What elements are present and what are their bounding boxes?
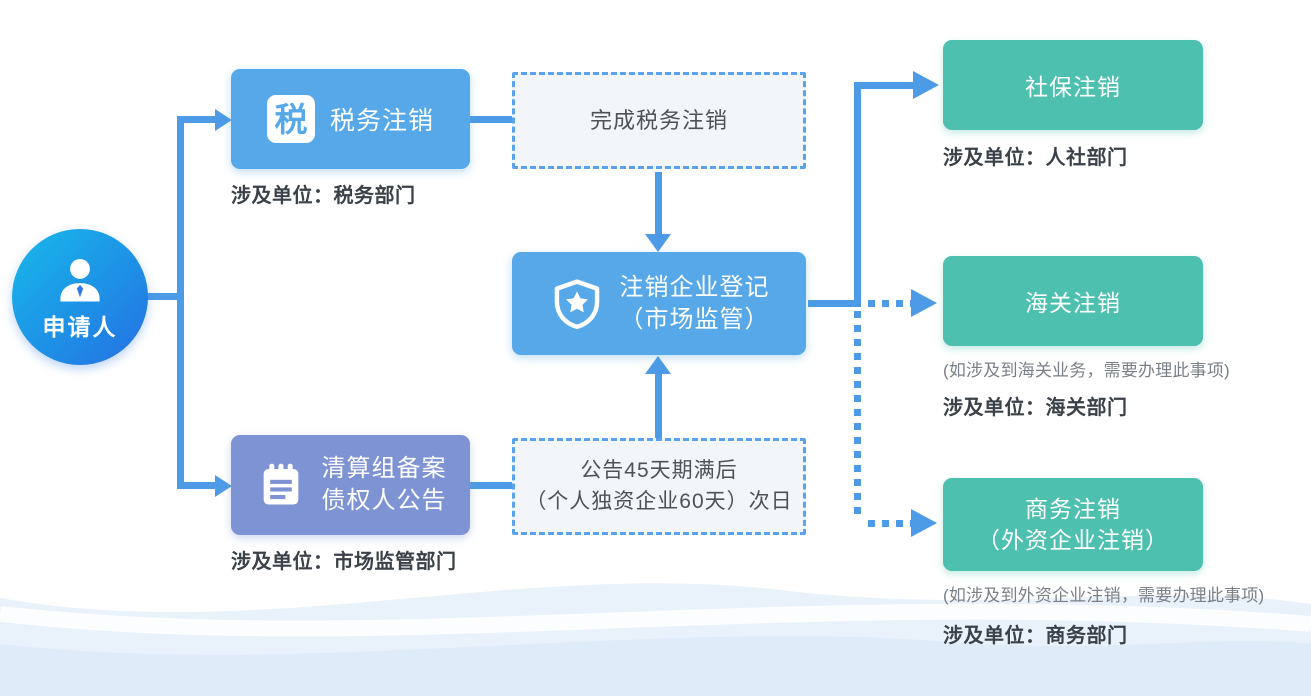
social-node-title: 社保注销: [1025, 74, 1121, 100]
connector-to-social: [854, 82, 916, 89]
dotted-connector-to-commerce: [868, 520, 911, 527]
dotted-connector-vertical: [854, 311, 861, 521]
liquidation-node-title: 清算组备案 债权人公告: [322, 453, 447, 516]
registration-title-line1: 注销企业登记: [619, 273, 770, 301]
shield-star-icon: [554, 278, 599, 329]
registration-node: 注销企业登记 （市场监管）: [512, 252, 806, 355]
connector-tax-to-taxdone: [470, 116, 512, 123]
arrowhead-up-to-registration: [645, 356, 671, 374]
announcement-title: 公告45天期满后 （个人独资企业60天）次日: [525, 456, 792, 517]
announcement-title-line1: 公告45天期满后: [580, 459, 738, 483]
registration-node-title: 注销企业登记 （市场监管）: [620, 272, 770, 335]
commerce-node-note: (如涉及到外资企业注销，需要办理此事项): [943, 586, 1265, 605]
tax-done-title: 完成税务注销: [589, 107, 728, 133]
tax-node-caption: 涉及单位：税务部门: [231, 185, 416, 207]
connector-liquidation-to-announcement: [470, 482, 512, 489]
customs-node-title: 海关注销: [1025, 290, 1121, 316]
connector-applicant-out: [146, 293, 182, 300]
customs-node-note: (如涉及到海关业务，需要办理此事项): [943, 361, 1230, 380]
announcement-title-line2: （个人独资企业60天）次日: [525, 489, 793, 513]
applicant-node: 申请人: [12, 229, 148, 365]
commerce-deregistration-node: 商务注销 （外资企业注销）: [943, 478, 1203, 571]
arrowhead-to-liquidation: [215, 475, 232, 497]
connector-right-vertical-solid: [854, 82, 861, 307]
arrowhead-to-social: [913, 71, 939, 99]
announcement-node: 公告45天期满后 （个人独资企业60天）次日: [512, 438, 806, 535]
commerce-title-line2: （外资企业注销）: [977, 526, 1169, 553]
tax-node-title: 税务注销: [329, 107, 434, 135]
dotted-connector-to-customs: [868, 300, 911, 307]
tax-icon: 税: [266, 95, 315, 143]
person-icon: [60, 259, 100, 302]
applicant-label: 申请人: [42, 314, 118, 340]
connector-taxdone-down: [655, 172, 662, 234]
commerce-title-line1: 商务注销: [1025, 496, 1121, 523]
tax-deregistration-node: 税 税务注销: [231, 69, 470, 169]
arrowhead-to-commerce: [911, 509, 937, 537]
liquidation-node: 清算组备案 债权人公告: [231, 435, 470, 535]
background-waves: [0, 583, 1311, 696]
social-node-caption: 涉及单位：人社部门: [943, 147, 1128, 169]
connector-branch-bottom: [177, 482, 217, 489]
liquidation-title-line1: 清算组备案: [321, 455, 447, 483]
tax-done-node: 完成税务注销: [512, 72, 806, 169]
notepad-icon: [263, 463, 298, 505]
commerce-node-caption: 涉及单位：商务部门: [943, 625, 1128, 647]
arrowhead-down-to-registration: [645, 234, 671, 252]
liquidation-node-caption: 涉及单位：市场监管部门: [231, 551, 457, 573]
connector-announcement-up: [655, 374, 662, 438]
connector-registration-out: [808, 300, 861, 307]
customs-node-caption: 涉及单位：海关部门: [943, 397, 1128, 419]
liquidation-title-line2: 债权人公告: [321, 487, 447, 514]
commerce-node-title: 商务注销 （外资企业注销）: [977, 494, 1169, 555]
registration-title-line2: （市场监管）: [619, 305, 770, 333]
connector-branch-top: [177, 116, 217, 123]
connector-branch-vertical: [177, 116, 184, 489]
customs-deregistration-node: 海关注销: [943, 256, 1203, 346]
arrowhead-to-tax: [215, 109, 232, 131]
social-deregistration-node: 社保注销: [943, 40, 1203, 130]
tax-icon-glyph: 税: [274, 100, 308, 138]
arrowhead-to-customs: [911, 289, 937, 317]
